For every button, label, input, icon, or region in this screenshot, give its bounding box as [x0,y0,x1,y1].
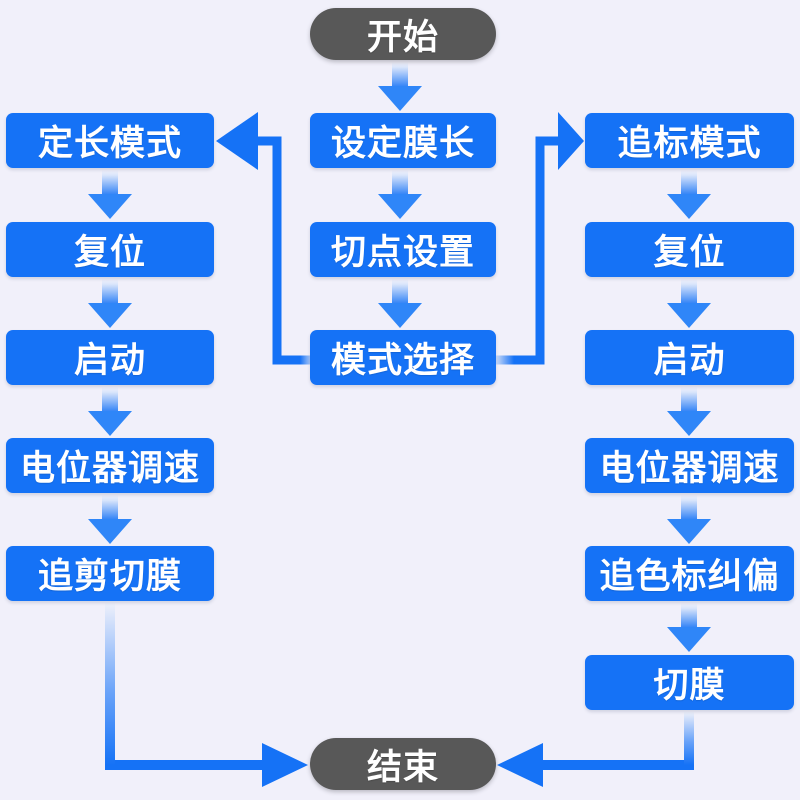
node-cut-point-label: 切点设置 [330,233,475,272]
edge-fixed-mode-to-reset [88,170,132,219]
node-right-cut-film[interactable]: 切膜 [585,655,794,710]
node-mode-select[interactable]: 模式选择 [310,330,496,385]
node-end[interactable]: 结束 [310,738,496,790]
node-color-mark-correction-label: 追色标纠偏 [599,557,780,596]
node-fixed-length-mode[interactable]: 定长模式 [6,113,214,168]
node-mark-tracking-mode[interactable]: 追标模式 [585,113,794,168]
node-right-reset[interactable]: 复位 [585,222,794,277]
node-left-chase-cut-film-label: 追剪切膜 [37,557,182,596]
node-end-label: 结束 [366,747,439,787]
node-left-start[interactable]: 启动 [6,330,214,385]
node-left-reset[interactable]: 复位 [6,222,214,277]
node-right-start[interactable]: 启动 [585,330,794,385]
node-right-start-label: 启动 [653,341,726,380]
edge-start-to-set-length [378,62,422,111]
edge-right-reset-to-start [667,279,711,328]
node-fixed-length-mode-label: 定长模式 [37,124,182,163]
edge-left-reset-to-start [88,279,132,328]
edge-left-start-to-pot [88,387,132,436]
node-left-potentiometer-speed[interactable]: 电位器调速 [6,438,214,493]
edge-right-pot-to-track [667,495,711,544]
edge-left-cut-to-end [105,603,308,787]
edge-mode-select-to-fixed-mode [216,112,316,365]
node-start[interactable]: 开始 [310,8,496,60]
edge-cut-point-to-mode-select [378,279,422,328]
node-right-potentiometer-speed-label: 电位器调速 [599,449,780,488]
node-mark-tracking-mode-label: 追标模式 [617,124,762,163]
edge-mark-mode-to-reset [667,170,711,219]
node-color-mark-correction[interactable]: 追色标纠偏 [585,546,794,601]
node-start-label: 开始 [366,17,439,57]
node-right-potentiometer-speed[interactable]: 电位器调速 [585,438,794,493]
node-left-potentiometer-speed-label: 电位器调速 [19,449,200,488]
edge-right-start-to-pot [667,387,711,436]
edge-right-cut-to-end [497,712,694,787]
edge-right-track-to-cut [667,603,711,652]
node-left-chase-cut-film[interactable]: 追剪切膜 [6,546,214,601]
node-set-length-label: 设定膜长 [330,124,475,163]
edge-mode-select-to-mark-mode [492,112,584,365]
node-right-cut-film-label: 切膜 [653,666,726,705]
edge-set-length-to-cut-point [378,170,422,219]
node-right-reset-label: 复位 [653,233,726,272]
node-mode-select-label: 模式选择 [330,341,475,380]
node-left-reset-label: 复位 [73,233,146,272]
node-left-start-label: 启动 [73,341,146,380]
node-cut-point[interactable]: 切点设置 [310,222,496,277]
node-set-length[interactable]: 设定膜长 [310,113,496,168]
edge-left-pot-to-cut [88,495,132,544]
